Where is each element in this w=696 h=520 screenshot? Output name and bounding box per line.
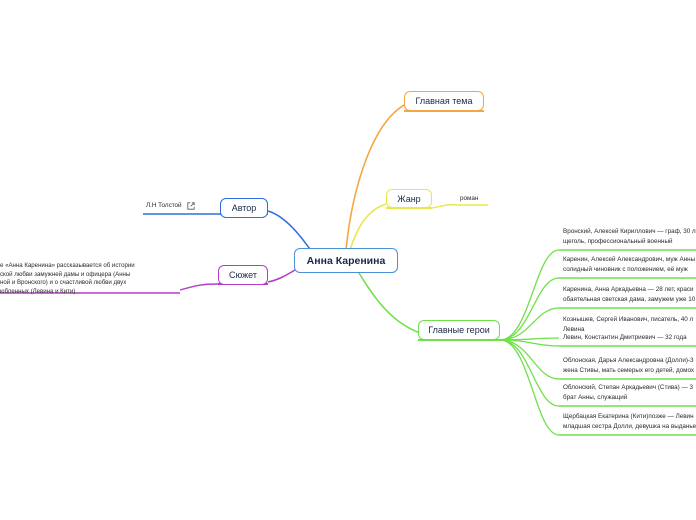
hero-item-line: щеголь, профессиональный военный: [563, 238, 673, 245]
hero-item-line: Кознышев, Сергей Иванович, писатель, 40 …: [563, 316, 694, 323]
plot-leaf[interactable]: е «Анна Каренина» рассказывается об исто…: [0, 262, 180, 296]
hero-item-line: Левина: [563, 326, 585, 333]
topic-plot[interactable]: Сюжет: [218, 265, 268, 285]
hero-item-line: Каренин, Алексей Александрович, муж Анны: [563, 256, 696, 263]
author-leaf[interactable]: Л.Н Толстой: [146, 201, 200, 211]
connector-genre-leaf: [431, 204, 457, 209]
hero-connector: [499, 249, 560, 341]
central-topic[interactable]: Анна Каренина: [294, 248, 398, 273]
plot-leaf-line: юбленных (Левина и Кити): [0, 287, 76, 295]
hero-item[interactable]: Левин, Константин Дмитриевич — 32 года: [563, 333, 696, 343]
hero-item-line: жена Стивы, мать семерых его детей, домо…: [563, 367, 695, 374]
genre-leaf[interactable]: роман: [460, 195, 479, 202]
hero-item[interactable]: Кознышев, Сергей Иванович, писатель, 40 …: [563, 315, 696, 335]
hero-item-line: Облонский, Степан Аркадьевич (Стива) — 3: [563, 384, 694, 391]
author-leaf-label: Л.Н Толстой: [146, 202, 182, 209]
hero-item-line: младшая сестра Долли, девушка на выданье: [563, 423, 696, 430]
topic-author[interactable]: Автор: [220, 198, 268, 218]
topic-author-label: Автор: [231, 203, 257, 213]
connector-plot-leaf: [179, 283, 219, 291]
hero-item[interactable]: Облонская, Дарья Александровна (Долли)-3…: [563, 356, 696, 376]
central-topic-label: Анна Каренина: [306, 254, 386, 267]
hero-item-line: Щербацкая Екатерина (Кити)позже — Левин: [563, 413, 694, 420]
hero-connector: [499, 277, 560, 341]
hero-item[interactable]: Облонский, Степан Аркадьевич (Стива) — 3…: [563, 383, 696, 403]
hero-item[interactable]: Вронский, Алексей Кириллович — граф, 30 …: [563, 227, 696, 247]
hero-connector: [499, 339, 560, 380]
hero-connector: [499, 307, 560, 341]
hero-item[interactable]: Щербацкая Екатерина (Кити)позже — Левин м…: [563, 412, 696, 432]
topic-heroes-label: Главные герои: [428, 325, 490, 335]
hero-connectors: [499, 249, 696, 436]
topic-theme-label: Главная тема: [415, 96, 473, 106]
topic-genre[interactable]: Жанр: [386, 189, 432, 208]
plot-leaf-line: ской любви замужней дамы и офицера (Анны: [0, 270, 131, 278]
plot-leaf-line: ной и Вронского) и о счастливой любви дв…: [0, 279, 127, 286]
hero-item-line: Каренина, Анна Аркадьевна — 28 лет, крас…: [563, 286, 694, 293]
hero-item-line: Облонская, Дарья Александровна (Долли)-3: [563, 357, 694, 364]
hero-item-line: Левин, Константин Дмитриевич — 32 года: [563, 334, 687, 341]
hero-connector: [499, 339, 560, 436]
topic-theme[interactable]: Главная тема: [404, 91, 484, 111]
topic-plot-label: Сюжет: [229, 270, 257, 280]
hero-item[interactable]: Каренина, Анна Аркадьевна — 28 лет, крас…: [563, 285, 696, 305]
connector-plot: [267, 269, 296, 283]
connector-theme: [345, 102, 409, 251]
hero-item[interactable]: Каренин, Алексей Александрович, муж Анны…: [563, 255, 696, 275]
hero-item-line: солидный чиновник с положением, её муж: [563, 266, 688, 273]
hero-item-line: брат Анны, служащий: [563, 394, 628, 401]
external-link-icon[interactable]: [186, 202, 195, 210]
topic-heroes[interactable]: Главные герои: [418, 320, 500, 340]
connector-genre: [349, 203, 387, 251]
topic-genre-label: Жанр: [397, 193, 421, 204]
connector-heroes: [355, 267, 421, 334]
hero-connector: [499, 339, 560, 407]
connector-author: [267, 210, 313, 253]
hero-item-line: Вронский, Алексей Кириллович — граф, 30 …: [563, 228, 696, 235]
plot-leaf-line: е «Анна Каренина» рассказывается об исто…: [0, 262, 135, 269]
hero-item-line: обаятельная светская дама, замужем уже 1…: [563, 296, 696, 303]
